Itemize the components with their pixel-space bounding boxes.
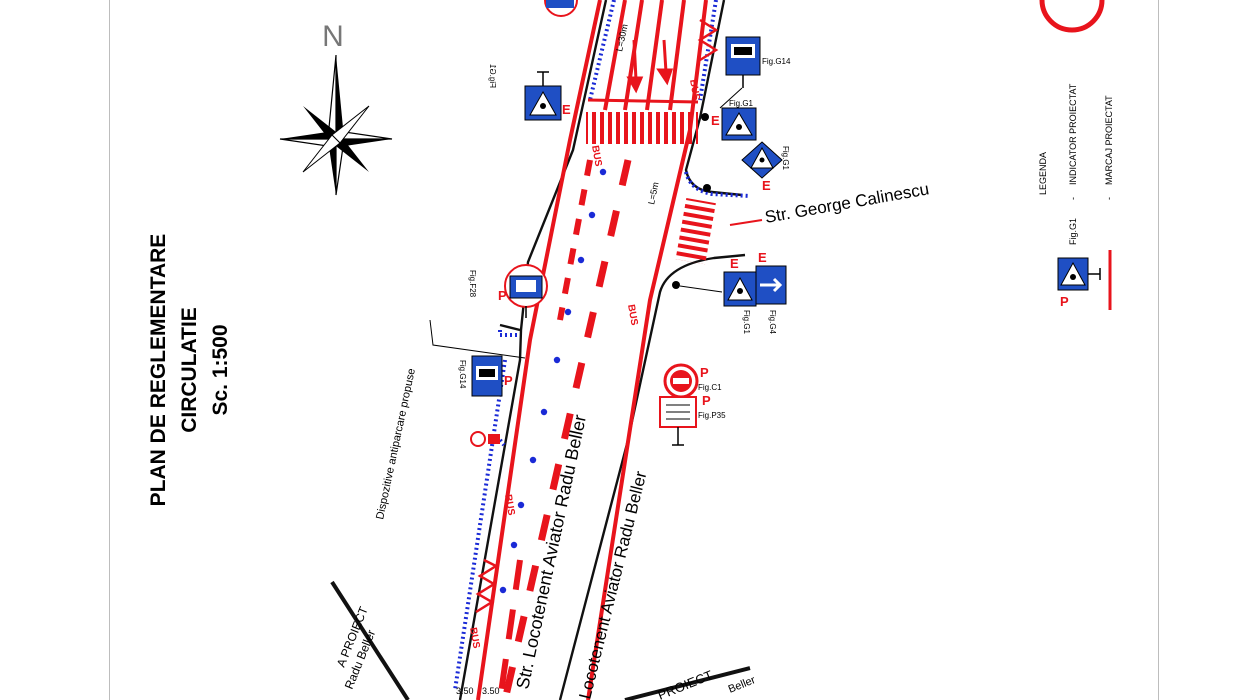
- marker-e: E: [562, 102, 571, 117]
- sign-bus-lane-left: Fig.G14 P: [458, 355, 513, 397]
- legend-item2-desc: MARCAJ PROIECTAT: [1104, 95, 1114, 185]
- legend: LEGENDA INDICATOR PROIECTAT MARCAJ PROIE…: [1038, 0, 1114, 310]
- title-scale: Sc. 1:500: [209, 324, 232, 415]
- legend-item1-fig: Fig.G1: [1068, 218, 1078, 245]
- compass-rose-icon: N: [279, 20, 393, 196]
- sign-label: Fig.G1: [729, 99, 754, 108]
- sign-no-entry: P Fig.C1: [663, 363, 722, 399]
- marker-p: P: [498, 288, 507, 303]
- legend-title: LEGENDA: [1038, 152, 1048, 195]
- sign-label: Fig.G1: [488, 63, 497, 88]
- sign-label: Fig.C1: [698, 383, 722, 392]
- marker-p: P: [504, 373, 513, 388]
- sign-bus-lane-top: Fig.G14: [701, 36, 791, 121]
- bus-markings: BUS BUS BUS BUS BUS: [467, 79, 702, 650]
- marker-p: P: [1060, 294, 1069, 309]
- street-name-side: Str. George Calinescu: [763, 179, 930, 227]
- sign-label: Fig.G1: [742, 310, 751, 335]
- length-annotation-top: L=30m: [614, 23, 630, 52]
- legend-logo-icon: [1039, 0, 1105, 33]
- frame-right-border: [1158, 0, 1159, 700]
- sign-label: Fig.F28: [468, 270, 477, 298]
- sign-additional-panel: P Fig.P35: [659, 393, 726, 446]
- legend-item1-desc: INDICATOR PROIECTAT: [1068, 83, 1078, 185]
- legend-sep: -: [1104, 197, 1114, 200]
- lane-width-b: 3.50: [482, 686, 500, 696]
- street-pointer: [729, 219, 763, 226]
- title-line-2: CIRCULATIE: [178, 307, 201, 433]
- pedestrian-crossing-main: [586, 112, 698, 144]
- anti-parking-note: Dispozitive antiparcare propuse: [374, 367, 418, 520]
- bus-marking: BUS: [625, 304, 640, 327]
- bus-marking: BUS: [589, 145, 604, 168]
- sign-label: Fig.G14: [762, 57, 791, 66]
- bus-marking: BUS: [467, 627, 482, 650]
- pedestrian-crossing-side: [675, 198, 716, 265]
- marker-p: P: [700, 365, 709, 380]
- bus-marking: BUS: [502, 494, 517, 517]
- title-line-1: PLAN DE REGLEMENTARE: [147, 234, 170, 507]
- road-markings: [475, 0, 719, 700]
- lane-arrow-icon: [626, 39, 674, 94]
- sign-pedestrian-crossing-left: Fig.G1 E: [488, 63, 571, 121]
- bottom-right-street-b: Beller: [727, 674, 758, 696]
- lane-width-a: 3.50: [456, 686, 474, 696]
- street-name-main-outer: Locotenent Aviator Radu Beller: [575, 469, 650, 700]
- plan-title: PLAN DE REGLEMENTARE CIRCULATIE Sc. 1:50…: [147, 234, 232, 507]
- sign-pedestrian-crossing-3: E Fig.G1: [672, 256, 757, 335]
- bus-marking: BUS: [687, 79, 702, 102]
- legend-sep: -: [1068, 197, 1078, 200]
- sign-pedestrian-crossing-2: Fig.G1 E: [703, 141, 790, 193]
- marker-e: E: [730, 256, 739, 271]
- marker-e: E: [711, 113, 720, 128]
- sign-small-round: [470, 431, 500, 447]
- sign-label: Fig.P35: [698, 411, 726, 420]
- sign-pedestrian-crossing-1: Fig.G1 E: [711, 99, 757, 141]
- sign-label: Fig.G1: [781, 146, 790, 171]
- sign-label: Fig.G14: [458, 360, 467, 389]
- sign-label: Fig.G4: [768, 310, 777, 335]
- anti-parking-leader: [429, 319, 526, 359]
- bottom-right-street-a: PROIECT: [656, 667, 715, 700]
- north-label: N: [322, 20, 344, 53]
- center-blue-dots: [499, 168, 607, 594]
- street-name-main: Str. Locotenent Aviator Radu Beller: [512, 413, 590, 691]
- sign-bus-stop: Fig.F28 P: [468, 264, 548, 318]
- marker-p: P: [702, 393, 711, 408]
- sign-partial-top: [544, 0, 578, 17]
- frame-left-border: [109, 0, 110, 700]
- length-annotation-mid: L=5m: [646, 181, 661, 205]
- marker-e: E: [758, 250, 767, 265]
- blue-dotted-curbs: [453, 0, 751, 691]
- sign-one-way: E Fig.G4: [755, 250, 787, 335]
- marker-e: E: [762, 178, 771, 193]
